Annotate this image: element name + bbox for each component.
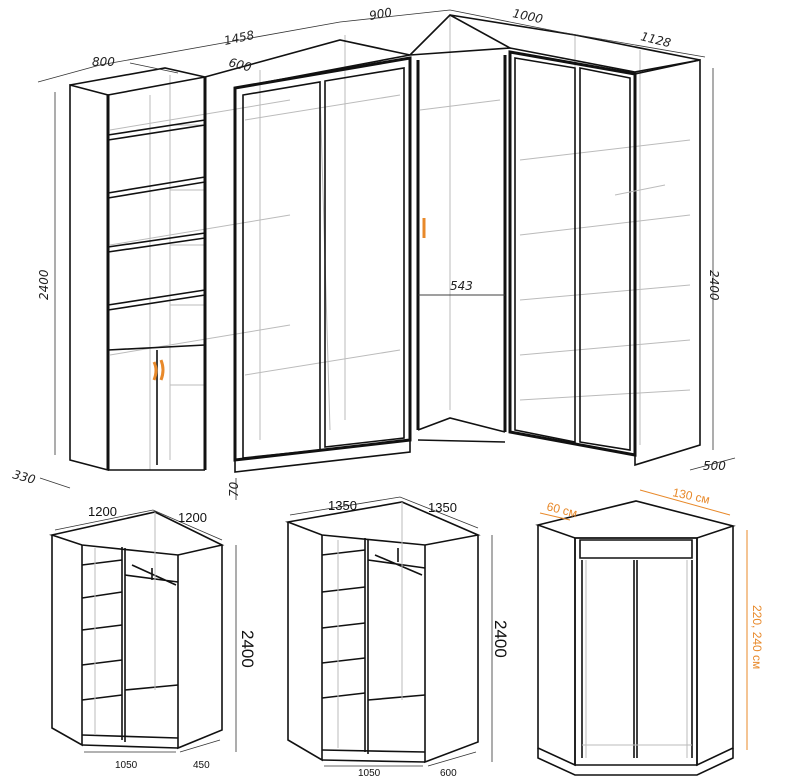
dim-height-cm: 220, 240 см bbox=[750, 605, 764, 669]
sliding-wardrobe bbox=[204, 39, 412, 473]
top-assembly: 800 1458 600 900 1000 1128 2400 2400 543… bbox=[11, 5, 736, 500]
dim-500: 500 bbox=[703, 459, 726, 473]
dim-1000: 1000 bbox=[511, 6, 544, 26]
dim-450: 450 bbox=[193, 760, 210, 771]
corner-wardrobe-1350: 1350 1350 2400 1050 600 bbox=[285, 496, 510, 779]
dim-1458: 1458 bbox=[223, 28, 256, 48]
dim-543: 543 bbox=[450, 279, 473, 293]
dim-330: 330 bbox=[11, 467, 37, 487]
dim-900: 900 bbox=[368, 5, 393, 23]
dim-2400-1200: 2400 bbox=[238, 630, 257, 668]
dim-60cm: 60 см bbox=[545, 499, 578, 520]
dim-800: 800 bbox=[92, 55, 115, 69]
dim-1350-a: 1350 bbox=[328, 498, 357, 513]
interior-ghost-lines bbox=[109, 15, 691, 470]
dim-600: 600 bbox=[227, 55, 253, 74]
dimension-lines bbox=[37, 9, 736, 500]
dim-2400-left: 2400 bbox=[37, 269, 51, 300]
door-handles bbox=[152, 359, 165, 381]
shelf-unit bbox=[69, 67, 207, 472]
corner-section bbox=[409, 14, 513, 443]
dim-600-b: 600 bbox=[440, 768, 457, 779]
corner-sliding-wardrobe: 60 см 130 см 220, 240 см bbox=[535, 485, 764, 776]
dim-2400-1350: 2400 bbox=[491, 620, 510, 658]
corner-wardrobe-1200: 1200 1200 2400 1050 450 bbox=[49, 504, 257, 771]
dim-1050-b: 1050 bbox=[358, 768, 381, 779]
dim-1050-a: 1050 bbox=[115, 760, 138, 771]
right-wardrobe bbox=[449, 14, 701, 467]
dim-130cm: 130 см bbox=[671, 485, 711, 507]
dim-70: 70 bbox=[227, 481, 241, 497]
dim-1200-b: 1200 bbox=[178, 510, 207, 525]
dim-1350-b: 1350 bbox=[428, 500, 457, 515]
dim-2400-right: 2400 bbox=[707, 270, 721, 301]
dim-1128: 1128 bbox=[639, 29, 672, 50]
dim-1200-a: 1200 bbox=[88, 504, 117, 519]
